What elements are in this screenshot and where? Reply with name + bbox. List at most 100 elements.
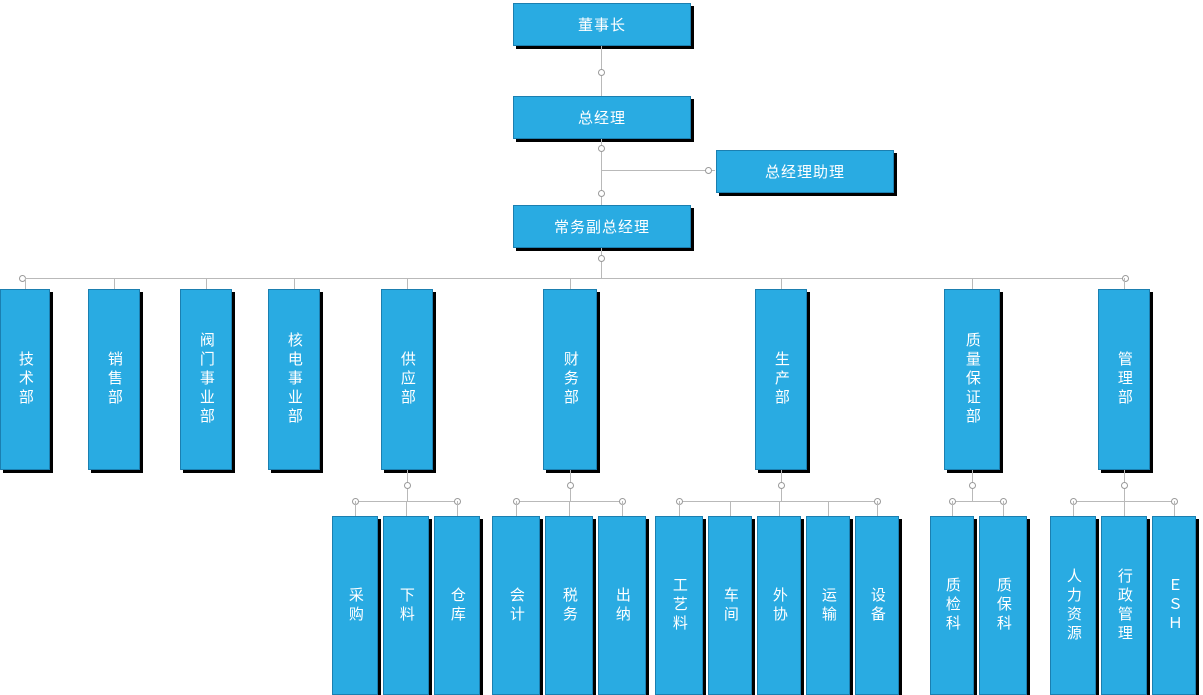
node-general-manager[interactable]: 总经理 [513, 96, 691, 139]
bus-departments [22, 278, 1125, 279]
connector-dot-chairman-gm [597, 68, 605, 76]
node-sub-warehouse-label: 仓库 [448, 586, 466, 625]
node-dept-sales[interactable]: 销售部 [88, 289, 140, 470]
line-transport-up [828, 501, 829, 516]
node-sub-equipment-label: 设备 [868, 586, 886, 625]
line-warehouse-up [457, 501, 458, 516]
line-tax-up [569, 501, 570, 516]
line-inspection-up [952, 501, 953, 516]
node-sub-blanking-label: 下料 [397, 586, 415, 625]
node-sub-workshop[interactable]: 车间 [708, 516, 752, 695]
connector-dot-supply [403, 481, 411, 489]
node-dept-quality-assurance[interactable]: 质量保证部 [944, 289, 1000, 470]
node-sub-transport-label: 运输 [819, 586, 837, 625]
connector-dot-gm-top [597, 144, 605, 152]
node-dept-supply-label: 供应部 [398, 351, 416, 408]
node-general-manager-label: 总经理 [577, 110, 626, 127]
node-sub-hr-label: 人力资源 [1064, 567, 1082, 644]
line-bus-to-quality-assurance [972, 278, 973, 289]
connector-dot-deputy-bus [597, 254, 605, 262]
line-admin-up [1124, 501, 1125, 516]
node-sub-warehouse[interactable]: 仓库 [434, 516, 480, 695]
line-gm-deputy [601, 139, 602, 205]
line-deputy-bus [601, 248, 602, 278]
node-sub-hr[interactable]: 人力资源 [1050, 516, 1096, 695]
line-esh-up [1174, 501, 1175, 516]
node-sub-esh[interactable]: ＥＳＨ [1152, 516, 1196, 695]
node-sub-outsourcing-label: 外协 [770, 586, 788, 625]
node-sub-outsourcing[interactable]: 外协 [757, 516, 801, 695]
line-bus-to-management [1124, 278, 1125, 289]
bus-management-children [1073, 501, 1174, 502]
node-sub-accounting-label: 会计 [507, 586, 525, 625]
node-dept-sales-label: 销售部 [105, 351, 123, 408]
node-sub-quality-guarantee[interactable]: 质保科 [979, 516, 1027, 695]
connector-dot-assistant [704, 166, 712, 174]
node-chairman[interactable]: 董事长 [513, 3, 691, 46]
line-accounting-up [516, 501, 517, 516]
node-sub-tax[interactable]: 税务 [545, 516, 593, 695]
line-bus-to-valve-division [206, 278, 207, 289]
node-dept-production-label: 生产部 [772, 351, 790, 408]
node-sub-transport[interactable]: 运输 [806, 516, 850, 695]
line-quality-guarantee-up [1003, 501, 1004, 516]
line-bus-to-tech [25, 278, 26, 289]
node-dept-nuclear-division[interactable]: 核电事业部 [268, 289, 320, 470]
connector-dot-production [777, 481, 785, 489]
node-sub-admin[interactable]: 行政管理 [1101, 516, 1147, 695]
line-bus-to-nuclear-division [294, 278, 295, 289]
line-bus-to-finance [570, 278, 571, 289]
node-sub-process-label: 工艺料 [670, 577, 688, 634]
node-sub-admin-label: 行政管理 [1115, 567, 1133, 644]
node-sub-cashier-label: 出纳 [613, 586, 631, 625]
node-dept-tech[interactable]: 技术部 [0, 289, 50, 470]
bus-quality-assurance-children [952, 501, 1003, 502]
node-chairman-label: 董事长 [577, 17, 626, 34]
node-gm-assistant[interactable]: 总经理助理 [716, 150, 894, 193]
node-dept-production[interactable]: 生产部 [755, 289, 807, 470]
node-sub-purchase-label: 采购 [346, 586, 364, 625]
node-dept-supply[interactable]: 供应部 [381, 289, 433, 470]
node-sub-inspection-label: 质检科 [943, 577, 961, 634]
line-blanking-up [406, 501, 407, 516]
node-dept-valve-division-label: 阀门事业部 [197, 332, 215, 427]
node-sub-process[interactable]: 工艺料 [655, 516, 703, 695]
node-executive-deputy-gm-label: 常务副总经理 [553, 219, 650, 236]
connector-dot-quality-assurance [968, 481, 976, 489]
node-sub-tax-label: 税务 [560, 586, 578, 625]
node-dept-nuclear-division-label: 核电事业部 [285, 332, 303, 427]
connector-dot-bus-right [1121, 274, 1129, 282]
node-dept-finance-label: 财务部 [561, 351, 579, 408]
line-bus-to-production [781, 278, 782, 289]
line-gm-assistant [601, 170, 715, 171]
node-sub-quality-guarantee-label: 质保科 [994, 577, 1012, 634]
node-executive-deputy-gm[interactable]: 常务副总经理 [513, 205, 691, 248]
node-dept-management[interactable]: 管理部 [1098, 289, 1150, 470]
line-outsourcing-up [779, 501, 780, 516]
line-bus-to-sales [114, 278, 115, 289]
node-sub-esh-label: ＥＳＨ [1165, 577, 1183, 634]
node-dept-management-label: 管理部 [1115, 351, 1133, 408]
bus-production-children [679, 501, 877, 502]
node-dept-finance[interactable]: 财务部 [543, 289, 597, 470]
node-sub-equipment[interactable]: 设备 [855, 516, 899, 695]
node-sub-accounting[interactable]: 会计 [492, 516, 540, 695]
line-bus-to-supply [407, 278, 408, 289]
node-dept-valve-division[interactable]: 阀门事业部 [180, 289, 232, 470]
node-sub-purchase[interactable]: 采购 [332, 516, 378, 695]
line-cashier-up [622, 501, 623, 516]
line-hr-up [1073, 501, 1074, 516]
connector-dot-gm-bottom [597, 189, 605, 197]
node-sub-cashier[interactable]: 出纳 [598, 516, 646, 695]
line-equipment-up [877, 501, 878, 516]
connector-dot-finance [566, 481, 574, 489]
line-process-up [679, 501, 680, 516]
node-dept-tech-label: 技术部 [16, 351, 34, 408]
node-sub-workshop-label: 车间 [721, 586, 739, 625]
node-gm-assistant-label: 总经理助理 [764, 164, 845, 181]
node-sub-inspection[interactable]: 质检科 [930, 516, 974, 695]
node-sub-blanking[interactable]: 下料 [383, 516, 429, 695]
node-dept-quality-assurance-label: 质量保证部 [963, 332, 981, 427]
line-purchase-up [355, 501, 356, 516]
